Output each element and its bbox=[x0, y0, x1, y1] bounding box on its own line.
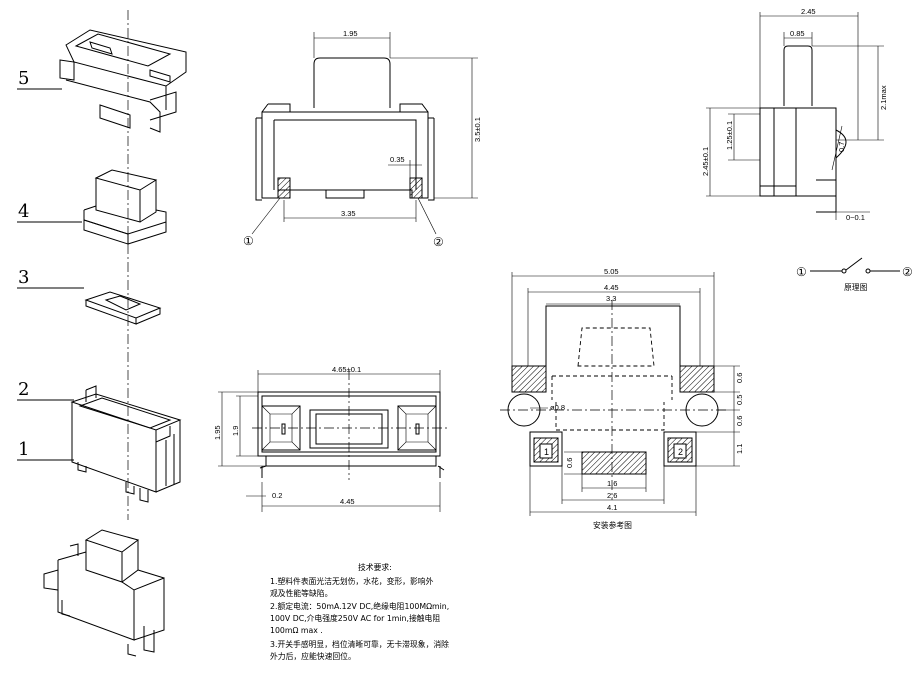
footprint-pad-2: 2 bbox=[678, 447, 683, 457]
side-body-height: 2.45±0.1 bbox=[701, 147, 710, 176]
footprint-d2: 0.5 bbox=[735, 395, 744, 405]
side-actuator-width: 0.85 bbox=[790, 29, 805, 38]
tech-note-line: 100V DC,介电强度250V AC for 1min,接触电阻 bbox=[270, 613, 440, 623]
footprint-pad-1: 1 bbox=[544, 447, 549, 457]
bottom-view: 4.65±0.1 1.95 1.9 0.2 4.45 bbox=[213, 365, 448, 512]
front-pin-width: 0.35 bbox=[390, 155, 405, 164]
bottom-height-inner: 1.9 bbox=[231, 426, 240, 436]
tech-notes-title: 技术要求: bbox=[358, 562, 392, 572]
part-label-1: 1 bbox=[18, 439, 29, 460]
front-height: 3.5±0.1 bbox=[473, 117, 482, 142]
tech-note-line: 2.额定电流：50mA.12V DC,绝缘电阻100MΩmin, bbox=[270, 601, 449, 611]
side-total-width: 2.45 bbox=[801, 7, 816, 16]
part-5-frame bbox=[59, 29, 187, 133]
footprint-view: 1 2 5.05 4.45 3.3 0.6 0.5 0.6 1.1 ø0.8 0… bbox=[500, 267, 744, 530]
tech-notes: 技术要求: 1.塑料件表面光洁无划伤，水花，变形，影响外 观及性能等缺陷。 2.… bbox=[270, 562, 449, 661]
front-terminal-1: ① bbox=[243, 234, 254, 248]
footprint-w1: 5.05 bbox=[604, 267, 619, 276]
side-actuator-height: 2.1max bbox=[879, 85, 888, 110]
footprint-hole: ø0.8 bbox=[550, 403, 565, 412]
footprint-d1: 0.6 bbox=[735, 373, 744, 383]
bottom-height-outer: 1.95 bbox=[213, 425, 222, 440]
part-3-contact bbox=[84, 291, 162, 325]
tech-note-line: 观及性能等缺陷。 bbox=[270, 588, 332, 598]
side-radius: 0.7 bbox=[837, 142, 846, 152]
side-pin-offset: 0~0.1 bbox=[846, 213, 865, 222]
bottom-width: 4.65±0.1 bbox=[332, 365, 361, 374]
tech-note-line: 外力后，应能快速回位。 bbox=[270, 651, 356, 661]
front-terminal-2: ② bbox=[433, 235, 444, 249]
exploded-view: 5 4 3 bbox=[17, 10, 187, 657]
tech-note-line: 100mΩ max . bbox=[270, 626, 323, 635]
schematic-terminal-1: ① bbox=[796, 265, 807, 279]
tech-note-line: 3.开关手感明显，档位清晰可靠，无卡滞现象，消除 bbox=[270, 639, 449, 649]
bottom-pin-offset: 0.2 bbox=[272, 491, 282, 500]
part-4-actuator bbox=[83, 169, 167, 245]
footprint-w4: 2.6 bbox=[607, 491, 617, 500]
part-label-3: 3 bbox=[18, 267, 29, 288]
footprint-w3: 3.3 bbox=[606, 294, 616, 303]
footprint-pad-height: 0.6 bbox=[565, 458, 574, 468]
side-view: 2.45 0.85 2.1max 2.45±0.1 1.25±0.1 0.7 0… bbox=[701, 7, 888, 222]
bottom-pin-span: 4.45 bbox=[340, 497, 355, 506]
front-top-width: 1.95 bbox=[343, 29, 358, 38]
tech-note-line: 1.塑料件表面光洁无划伤，水花，变形，影响外 bbox=[270, 576, 434, 586]
part-1-2-housing bbox=[70, 385, 182, 503]
schematic-caption: 原理图 bbox=[844, 283, 868, 292]
footprint-w5: 4.1 bbox=[607, 503, 617, 512]
schematic: ① ② 原理图 bbox=[796, 257, 913, 292]
assembled-switch bbox=[43, 529, 165, 657]
front-view: 1.95 3.5±0.1 0.35 3.35 ① ② bbox=[243, 29, 482, 249]
footprint-caption: 安装参考图 bbox=[593, 520, 632, 530]
footprint-d3: 0.6 bbox=[735, 416, 744, 426]
footprint-d4: 1.1 bbox=[735, 444, 744, 454]
schematic-terminal-2: ② bbox=[902, 265, 913, 279]
part-label-4: 4 bbox=[18, 201, 29, 222]
part-label-5: 5 bbox=[18, 68, 29, 89]
footprint-center: 1.6 bbox=[607, 479, 617, 488]
side-inner-height: 1.25±0.1 bbox=[725, 121, 734, 150]
footprint-w2: 4.45 bbox=[604, 283, 619, 292]
front-pin-span: 3.35 bbox=[341, 209, 356, 218]
part-label-2: 2 bbox=[18, 379, 29, 400]
